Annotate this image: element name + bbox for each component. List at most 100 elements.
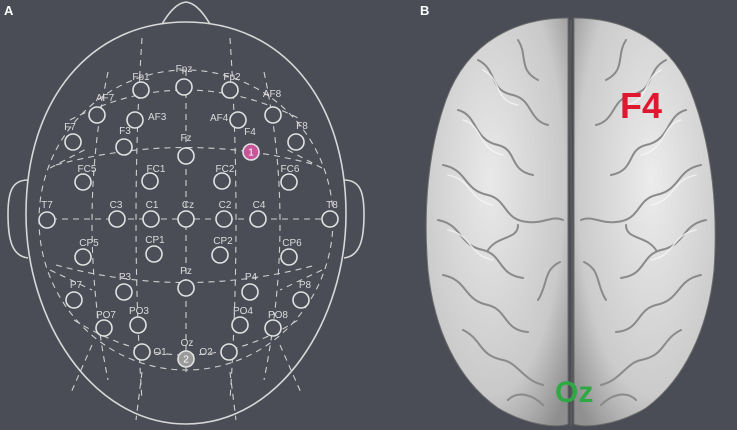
electrode-marker — [231, 316, 249, 334]
electrode-marker — [64, 133, 82, 151]
electrode-po8: PO8 — [264, 310, 288, 337]
panel-b-letter: B — [420, 3, 430, 18]
panel-b-brain: B — [368, 0, 737, 430]
panel-a-eeg-montage: A — [0, 0, 368, 430]
brain-top-view: F4 Oz — [425, 17, 716, 427]
electrode-af7: AF7 — [88, 93, 115, 124]
electrode-marker — [177, 279, 195, 297]
brain-sulci — [437, 39, 707, 406]
electrode-marker — [74, 173, 92, 191]
electrode-label: CP5 — [79, 238, 99, 249]
electrode-label: C2 — [219, 200, 232, 211]
electrode-c2: C2 — [215, 200, 233, 228]
electrode-p3: P3 — [115, 272, 133, 301]
brain-label-f4: F4 — [620, 85, 662, 126]
electrode-po3: PO3 — [129, 306, 149, 334]
electrode-label: O1 — [153, 347, 167, 358]
electrode-label: Cz — [182, 200, 194, 211]
electrode-label: F7 — [64, 122, 76, 133]
electrode-o2: O2 — [199, 343, 238, 361]
electrode-fp1: Fp1 — [132, 72, 150, 99]
electrode-fpz: Fpz — [175, 64, 193, 96]
electrode-marker — [177, 147, 195, 165]
electrode-cp2: CP2 — [211, 236, 233, 264]
electrode-marker — [287, 133, 305, 151]
electrode-fc6: FC6 — [280, 164, 300, 191]
electrode-marker — [108, 210, 126, 228]
electrode-marker — [65, 291, 83, 309]
head-outline — [25, 21, 347, 425]
electrode-label: CP1 — [145, 235, 165, 246]
electrode-fc5: FC5 — [74, 164, 97, 191]
electrode-marker — [280, 173, 298, 191]
electrode-marker — [175, 78, 193, 96]
electrode-f8: F8 — [287, 121, 308, 151]
electrode-marker — [249, 210, 267, 228]
electrode-c4: C4 — [249, 200, 267, 228]
electrode-po4: PO4 — [231, 306, 253, 334]
electrode-label: FC6 — [281, 164, 300, 175]
electrode-af8: AF8 — [263, 89, 282, 124]
head-nose — [161, 1, 211, 25]
electrode-marker — [177, 350, 195, 368]
electrode-marker — [115, 283, 133, 301]
electrode-label: F8 — [296, 121, 308, 132]
electrode-f7: F7 — [64, 122, 82, 151]
electrode-label: PO7 — [96, 310, 116, 321]
electrode-marker — [95, 319, 113, 337]
electrode-label: Fp2 — [223, 72, 241, 83]
electrode-label: FC2 — [216, 164, 235, 175]
electrode-label: P4 — [245, 272, 258, 283]
electrode-marker — [88, 106, 106, 124]
electrode-label: AF8 — [263, 89, 282, 100]
electrode-label: PO8 — [268, 310, 288, 321]
electrode-label: T8 — [326, 200, 338, 211]
electrode-label: CP2 — [213, 236, 233, 247]
electrode-label: FC5 — [78, 164, 97, 175]
electrode-f4: 1F4 — [242, 127, 260, 161]
electrode-p7: P7 — [65, 280, 83, 309]
electrode-marker — [141, 172, 159, 190]
electrode-marker — [126, 111, 144, 129]
electrode-label: FC1 — [147, 164, 166, 175]
electrode-label: C4 — [253, 200, 266, 211]
electrode-marker — [38, 211, 56, 229]
electrode-o1: O1 — [133, 343, 167, 361]
electrode-marker — [229, 111, 247, 129]
electrode-label: PO3 — [129, 306, 149, 317]
electrode-label: Pz — [180, 266, 192, 277]
electrode-marker — [132, 81, 150, 99]
electrode-c1: C1 — [142, 200, 160, 228]
longitudinal-fissure — [569, 19, 574, 427]
brain-highlights — [447, 69, 697, 261]
electrode-number: 1 — [248, 148, 254, 159]
electrode-t7: T7 — [38, 200, 56, 229]
electrode-marker — [115, 138, 133, 156]
electrode-marker — [221, 81, 239, 99]
electrode-marker — [264, 106, 282, 124]
electrode-marker — [241, 283, 259, 301]
electrode-p4: P4 — [241, 272, 259, 301]
electrode-marker — [242, 143, 260, 161]
electrode-fc1: FC1 — [141, 164, 166, 190]
electrode-label: AF4 — [210, 113, 229, 124]
electrode-label: CP6 — [282, 238, 302, 249]
head-left-ear — [7, 179, 29, 259]
brain-label-oz: Oz — [555, 376, 593, 409]
electrode-label: P3 — [119, 272, 132, 283]
electrode-p8: P8 — [292, 280, 312, 309]
electrode-label: C1 — [146, 200, 159, 211]
electrode-label: Fz — [180, 133, 191, 144]
head-right-ear — [343, 179, 365, 259]
electrode-marker — [213, 172, 231, 190]
electrode-label: Oz — [181, 338, 194, 349]
panel-a-letter: A — [4, 3, 14, 18]
electrode-marker — [145, 245, 163, 263]
electrode-marker — [133, 343, 151, 361]
electrode-t8: T8 — [321, 200, 339, 228]
electrode-oz: 2Oz — [177, 338, 195, 368]
brain-left-hemisphere — [425, 17, 569, 427]
electrode-f3: F3 — [115, 126, 133, 156]
electrode-marker — [215, 210, 233, 228]
electrode-label: AF3 — [148, 112, 167, 123]
